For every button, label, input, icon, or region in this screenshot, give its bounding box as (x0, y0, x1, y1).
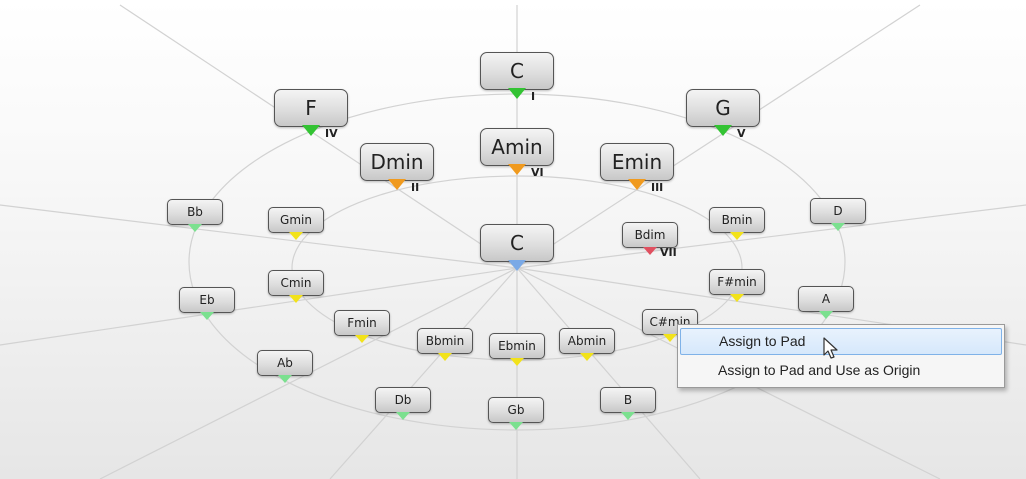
chord-label: G (715, 96, 731, 120)
yellow-marker-icon (355, 335, 369, 343)
chord-label: Bb (187, 205, 203, 219)
context-menu: Assign to Pad Assign to Pad and Use as O… (677, 324, 1005, 388)
chord-label: B (623, 393, 633, 407)
chord-pad-gmin[interactable]: Gmin (268, 207, 324, 240)
roman-numeral: I (531, 90, 536, 103)
chord-label: Gmin (280, 213, 312, 227)
chord-pad-amin[interactable]: Amin VI (480, 128, 554, 179)
yellow-marker-icon (663, 334, 677, 342)
mint-marker-icon (200, 312, 214, 320)
yellow-marker-icon (730, 232, 744, 240)
menu-item-assign-to-pad-origin[interactable]: Assign to Pad and Use as Origin (718, 362, 921, 378)
mint-marker-icon (819, 311, 833, 319)
chord-label: Gb (507, 403, 525, 417)
chord-pad-bbmin[interactable]: Bbmin (417, 328, 473, 361)
chord-pad-cmin[interactable]: Cmin (268, 270, 324, 303)
chord-label: Eb (199, 293, 215, 307)
chord-pad-bmin[interactable]: Bmin (709, 207, 765, 240)
yellow-marker-icon (730, 294, 744, 302)
chord-label: Fmin (347, 316, 377, 330)
green-marker-icon (714, 125, 732, 136)
chord-label: Ab (277, 356, 293, 370)
chord-pad-abmin[interactable]: Abmin (559, 328, 615, 361)
chord-pad-bdim[interactable]: Bdim VII (622, 222, 678, 259)
orange-marker-icon (628, 179, 646, 190)
green-marker-icon (508, 88, 526, 99)
chord-label: Dmin (370, 150, 424, 174)
menu-item-assign-to-pad[interactable]: Assign to Pad (680, 328, 1002, 355)
orange-marker-icon (388, 179, 406, 190)
chord-label: Bbmin (425, 334, 465, 348)
blue-marker-icon (508, 260, 526, 271)
chord-label: F (305, 96, 317, 120)
red-marker-icon (643, 247, 657, 255)
yellow-marker-icon (289, 295, 303, 303)
chord-label: Cmin (280, 276, 312, 290)
chord-label: Abmin (567, 334, 607, 348)
mint-marker-icon (509, 422, 523, 430)
chord-pad-c-origin[interactable]: C (480, 224, 554, 271)
chord-pad-emin[interactable]: Emin III (600, 143, 674, 194)
chord-pad-c-top[interactable]: C I (480, 52, 554, 103)
chord-pad-bb[interactable]: Bb (167, 199, 223, 232)
chord-label: C (510, 231, 524, 255)
roman-numeral: VI (531, 166, 544, 179)
green-marker-icon (302, 125, 320, 136)
chord-label: C (510, 59, 524, 83)
chord-label: A (821, 292, 831, 306)
chord-label: Bdim (634, 228, 666, 242)
chord-pad-dmin[interactable]: Dmin II (360, 143, 434, 194)
roman-numeral: IV (325, 127, 338, 140)
chord-pad-db[interactable]: Db (375, 387, 431, 420)
mint-marker-icon (396, 412, 410, 420)
chord-label: Ebmin (498, 339, 536, 353)
yellow-marker-icon (289, 232, 303, 240)
chord-pad-eb[interactable]: Eb (179, 287, 235, 320)
mint-marker-icon (831, 223, 845, 231)
yellow-marker-icon (438, 353, 452, 361)
chord-pad-ab[interactable]: Ab (257, 350, 313, 383)
chord-pad-ebmin[interactable]: Ebmin (489, 333, 545, 366)
chord-pad-a[interactable]: A (798, 286, 854, 319)
mint-marker-icon (278, 375, 292, 383)
chord-pad-gb[interactable]: Gb (488, 397, 544, 430)
roman-numeral: II (411, 181, 420, 194)
chord-pad-b[interactable]: B (600, 387, 656, 420)
mint-marker-icon (621, 412, 635, 420)
roman-numeral: VII (660, 246, 677, 259)
roman-numeral: III (651, 181, 664, 194)
chord-label: F#min (717, 275, 757, 289)
roman-numeral: V (737, 127, 746, 140)
yellow-marker-icon (580, 353, 594, 361)
yellow-marker-icon (510, 358, 524, 366)
chord-label: Bmin (721, 213, 753, 227)
chord-label: Amin (491, 135, 543, 159)
mouse-cursor-icon (823, 337, 838, 359)
chord-pad-fmin[interactable]: Fmin (334, 310, 390, 343)
chord-pad-f[interactable]: F IV (274, 89, 348, 140)
chord-label: Emin (611, 150, 663, 174)
chord-label: D (833, 204, 843, 218)
chord-label: Db (394, 393, 412, 407)
mint-marker-icon (188, 224, 202, 232)
chord-pad-fsharp-min[interactable]: F#min (709, 269, 765, 302)
chord-pad-g[interactable]: G V (686, 89, 760, 140)
orange-marker-icon (508, 164, 526, 175)
chord-pad-d[interactable]: D (810, 198, 866, 231)
